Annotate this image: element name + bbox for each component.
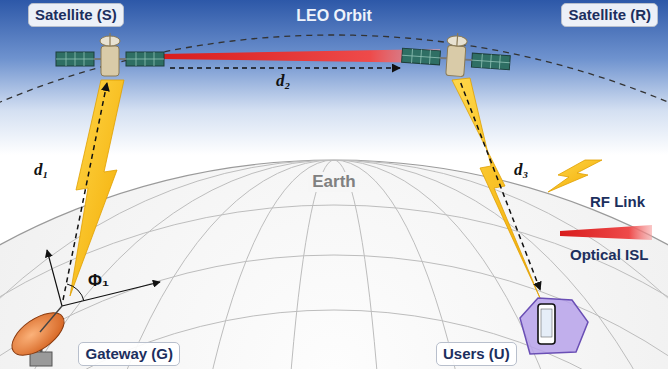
- dish-feed: [40, 306, 62, 332]
- satellite-node: Satellite (S): [28, 3, 170, 83]
- elevation-angle-arc: [67, 284, 84, 301]
- earth-meridian: [44, 160, 624, 369]
- angle-label: Φ₁: [88, 271, 109, 291]
- node-label: Satellite (R): [561, 3, 658, 27]
- satellite-icon: [401, 29, 512, 79]
- satellite-icon: [56, 33, 164, 76]
- node-label: Satellite (S): [28, 3, 124, 27]
- distance-label: d₂: [276, 71, 290, 91]
- earth-parallel: [0, 205, 668, 369]
- gateway-node: Gateway (G): [10, 300, 180, 366]
- distance-connector: [461, 83, 540, 290]
- horizon-arrow: [62, 282, 160, 306]
- legend-rf-sample: [548, 160, 602, 192]
- satellite-node: Satellite (R): [400, 3, 658, 83]
- optical-beam: [160, 49, 440, 63]
- phone-screen: [541, 309, 552, 337]
- earth-parallel: [0, 255, 668, 369]
- zenith-arrow: [47, 250, 62, 306]
- distance-connector: [63, 83, 107, 300]
- earth-meridian: [164, 160, 504, 369]
- orbit-label: LEO Orbit: [296, 6, 372, 26]
- legend-label: Optical ISL: [570, 246, 648, 264]
- dish-base: [30, 352, 52, 366]
- distance-label: d₃: [514, 160, 528, 180]
- users-node: Users (U): [436, 290, 596, 366]
- node-label: Users (U): [436, 342, 517, 366]
- legend-optical-sample: [560, 225, 652, 240]
- earth-meridian: [274, 160, 394, 369]
- legend-label: RF Link: [590, 193, 645, 211]
- distance-label: d₁: [34, 160, 48, 180]
- rf-link-bolt: [70, 80, 124, 296]
- earth-label: Earth: [308, 172, 359, 192]
- gateway-dish: [5, 305, 71, 364]
- rf-link-bolt: [452, 78, 540, 298]
- distance-connector: [170, 67, 400, 69]
- user-area: [520, 298, 588, 354]
- node-label: Gateway (G): [78, 342, 180, 366]
- leo-orbit-arc: [0, 35, 668, 369]
- phone-icon: [538, 304, 555, 344]
